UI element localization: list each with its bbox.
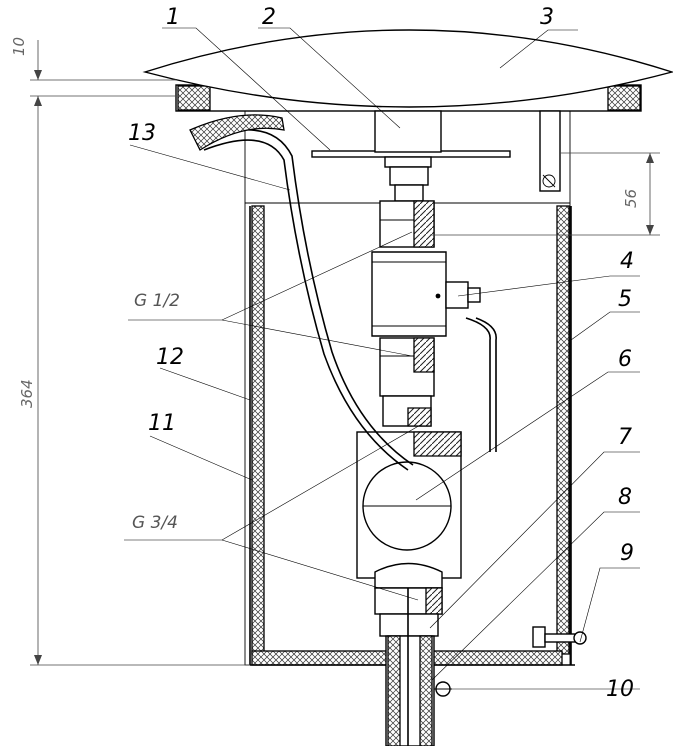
label-13: 13 (128, 121, 156, 146)
thread-g-three-quarter: G 3/4 (132, 513, 178, 533)
label-4: 4 (620, 249, 634, 274)
left-insulated-wall (251, 205, 265, 655)
thread-g-half: G 1/2 (134, 291, 180, 311)
lid-gasket-right (607, 85, 641, 111)
dimension-364: 364 (18, 379, 36, 408)
label-2: 2 (262, 5, 276, 30)
stem-assembly (356, 110, 497, 746)
label-12: 12 (156, 345, 184, 370)
label-9: 9 (620, 541, 634, 566)
label-5: 5 (618, 287, 632, 312)
side-screw (532, 626, 587, 648)
label-6: 6 (618, 347, 632, 372)
label-1: 1 (166, 5, 180, 30)
label-3: 3 (540, 5, 554, 30)
dimension-10: 10 (10, 37, 28, 56)
dish (142, 29, 673, 108)
right-insulated-wall (556, 205, 570, 655)
part-labels: 1 2 3 4 5 6 7 8 9 10 11 12 13 (128, 5, 634, 702)
label-10: 10 (606, 677, 634, 702)
label-8: 8 (618, 485, 632, 510)
dimension-56: 56 (622, 189, 640, 208)
dimension-lines (30, 40, 660, 666)
lid-gasket-left (177, 85, 211, 111)
label-11: 11 (148, 411, 176, 436)
label-7: 7 (618, 425, 632, 450)
capillary-tube (189, 114, 414, 471)
leader-lines (124, 27, 640, 690)
lid-bracket (539, 110, 561, 192)
